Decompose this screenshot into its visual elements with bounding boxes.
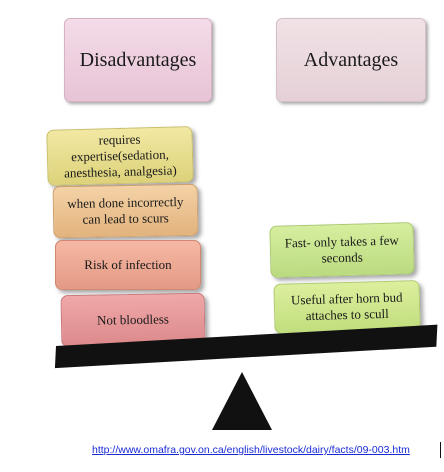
advantages-header: Advantages xyxy=(276,18,426,102)
disadvantage-card-infection: Risk of infection xyxy=(55,240,201,290)
source-link[interactable]: http://www.omafra.gov.on.ca/english/live… xyxy=(92,444,410,456)
advantage-card-fast: Fast- only takes a few seconds xyxy=(269,222,415,278)
scale-fulcrum-icon xyxy=(212,372,272,430)
text-cursor xyxy=(440,442,441,458)
disadvantages-header: Disadvantages xyxy=(64,18,212,102)
disadvantage-card-scurs: when done incorrectly can lead to scurs xyxy=(52,183,199,239)
disadvantage-card-expertise: requires expertise(sedation, anesthesia,… xyxy=(46,126,194,186)
